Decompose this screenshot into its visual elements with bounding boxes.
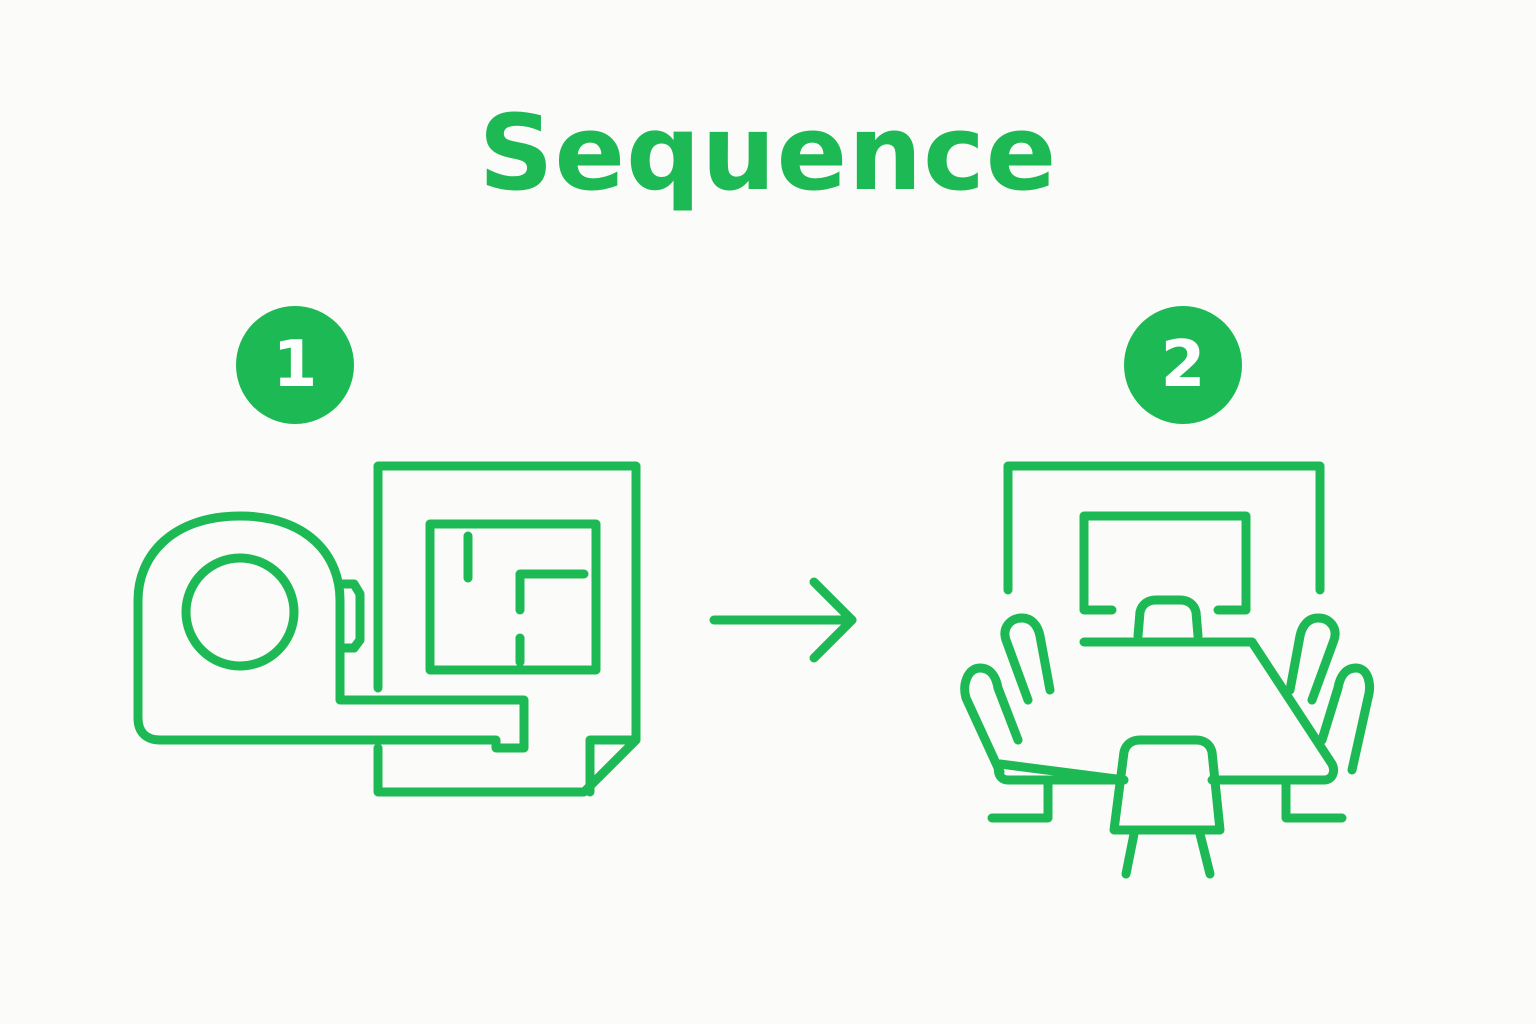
step-1-number-badge: 1: [236, 306, 354, 424]
table-leg-left: [987, 779, 1053, 823]
front-chair-leg-left: [1121, 829, 1139, 879]
step-2-number-badge: 2: [1124, 306, 1242, 424]
front-chair-leg-right: [1195, 829, 1215, 879]
table-leg-right: [1281, 779, 1347, 823]
tape-measure-body: [133, 511, 529, 753]
tape-measure-clip: [335, 579, 365, 653]
head-chair: [1133, 595, 1203, 641]
tape-measure-floor-plan-icon: [133, 461, 641, 797]
floor-plan-wall-2: [515, 569, 589, 615]
tape-measure-dial: [181, 553, 299, 671]
front-chair: [1109, 735, 1225, 835]
arrow-right-icon: [709, 577, 857, 663]
blueprint-fold: [585, 735, 641, 797]
right-chair-front: [1317, 663, 1374, 775]
diagram-title: Sequence: [478, 92, 1058, 214]
presentation-screen: [1079, 511, 1251, 615]
arrow-head: [809, 577, 857, 663]
left-chair-back: [1000, 613, 1055, 705]
wall-board: [1003, 461, 1325, 595]
right-chair-back: [1285, 613, 1340, 705]
floor-plan-outline: [425, 519, 601, 675]
left-chair-front: [960, 663, 1023, 777]
conference-room-icon: [960, 461, 1374, 879]
